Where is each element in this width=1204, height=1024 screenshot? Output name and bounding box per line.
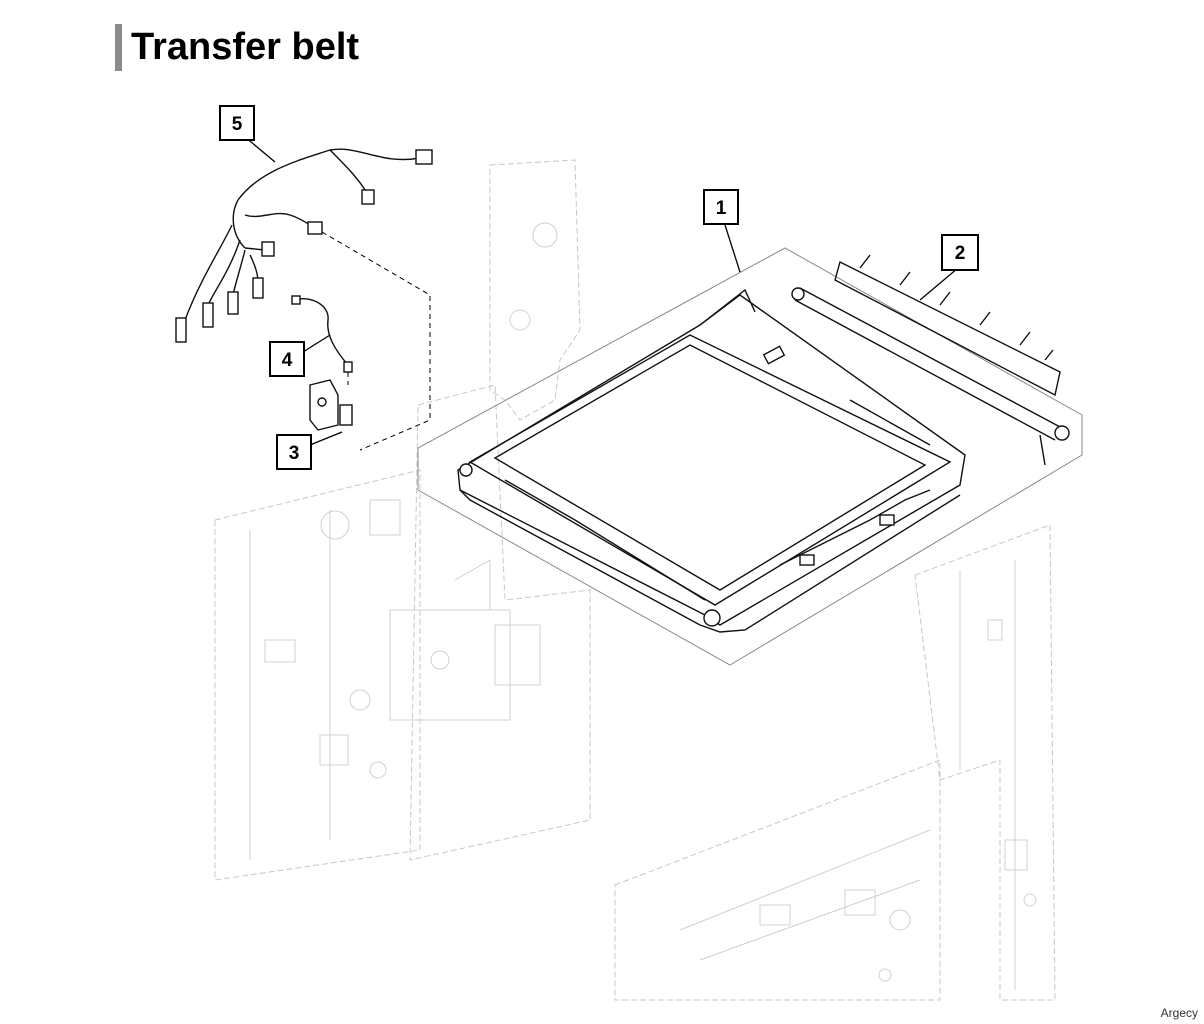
callout-3: 3 [276, 434, 312, 470]
leader-1 [724, 224, 741, 273]
sensor-cable [291, 295, 353, 385]
leader-5 [244, 136, 276, 163]
callout-1-label: 1 [716, 198, 727, 219]
watermark: Argecy [1160, 1006, 1198, 1020]
callout-2: 2 [941, 234, 979, 271]
leader-3 [309, 431, 343, 446]
callout-5-label: 5 [232, 114, 243, 135]
callout-3-label: 3 [289, 443, 300, 464]
callout-1: 1 [703, 189, 739, 225]
ghost-frame-left [214, 159, 591, 881]
page-title: Transfer belt [131, 26, 360, 68]
transfer-module [417, 247, 1083, 666]
ghost-frame-right [614, 524, 1056, 1001]
title-accent-bar [115, 24, 122, 71]
callout-4-label: 4 [282, 350, 293, 371]
sensor [309, 379, 353, 431]
callout-5: 5 [219, 105, 255, 141]
callout-2-label: 2 [955, 243, 966, 264]
wiring-harness [175, 148, 433, 451]
cover-guide [834, 254, 1061, 397]
callout-4: 4 [269, 341, 305, 377]
leader-4 [302, 334, 331, 353]
leader-2 [919, 267, 959, 301]
